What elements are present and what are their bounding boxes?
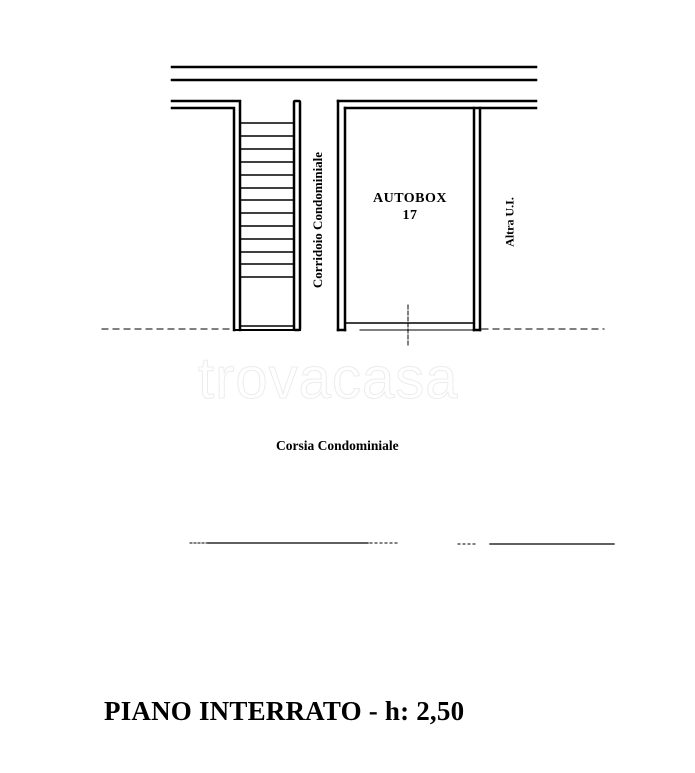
floor-title: PIANO INTERRATO - h: 2,50 (104, 696, 465, 726)
stair-right-wall (292, 99, 302, 332)
autobox-label: AUTOBOX 17 (330, 190, 490, 224)
corridor-label: Corridoio Condominiale (310, 151, 325, 289)
stair-steps (239, 122, 295, 278)
other-unit-label: Altra U.I. (502, 197, 517, 247)
watermark: trovacasa (197, 346, 459, 412)
aisle-label: Corsia Condominiale (276, 438, 399, 453)
left-wall-outer (170, 99, 242, 332)
left-wall-inner (170, 106, 236, 332)
autobox-number: 17 (402, 208, 418, 223)
autobox-name: AUTOBOX (372, 191, 448, 206)
